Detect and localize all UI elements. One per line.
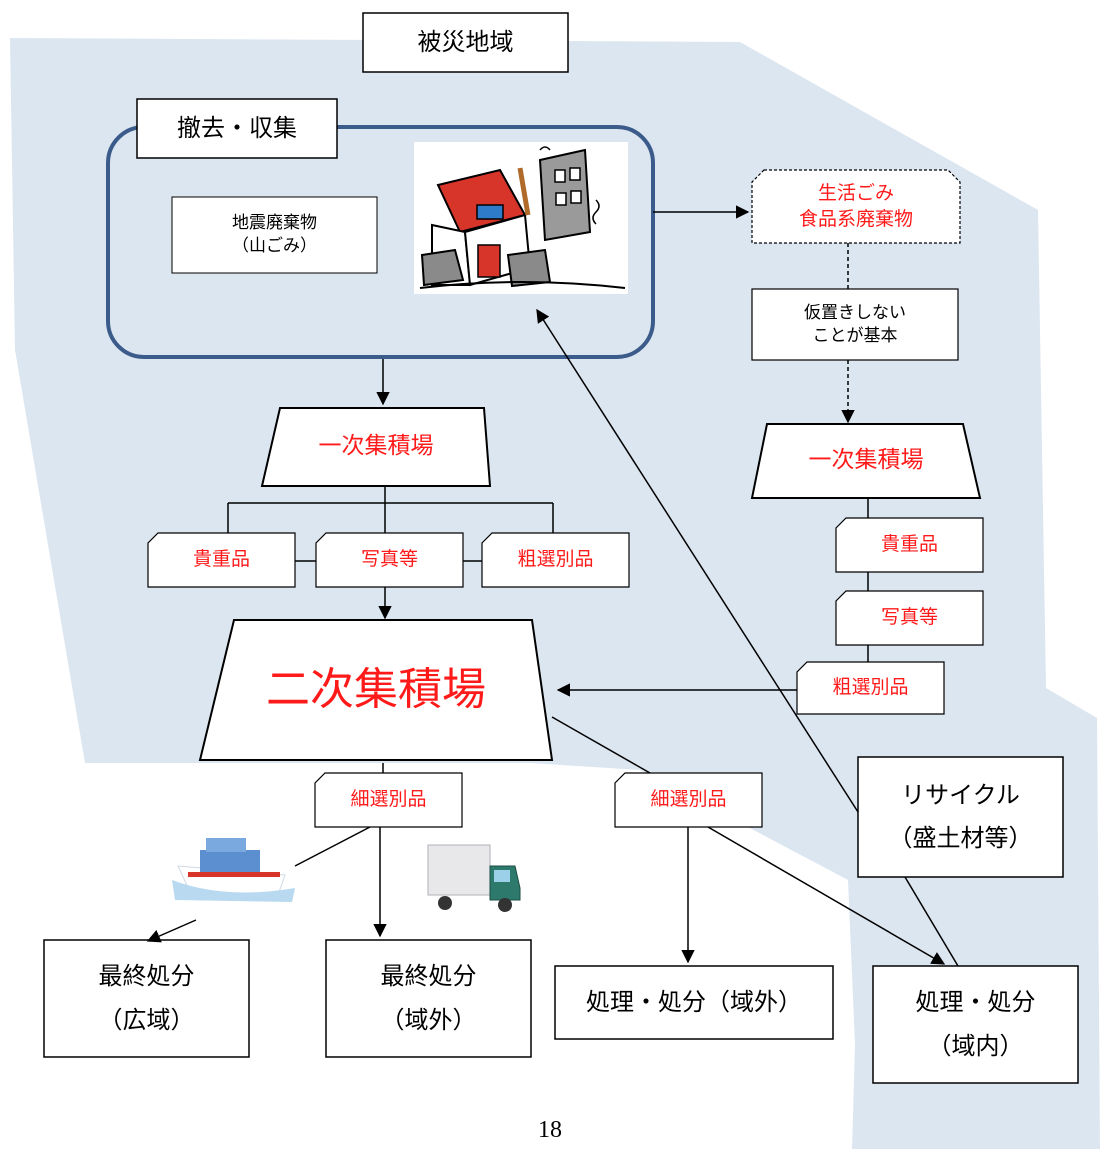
disaster-building-icon: [414, 142, 628, 294]
page-number: 18: [538, 1116, 562, 1143]
sort-left-valuables-box: [147, 532, 296, 588]
earthquake-waste-box: [171, 196, 378, 274]
sort-right-rough-label: 粗選別品: [832, 676, 909, 699]
ship-icon: [172, 838, 295, 902]
treat-inside-label: 処理・処分 （域内）: [915, 988, 1036, 1060]
no-temp-storage-box: [751, 288, 959, 361]
region-label: 被災地域: [417, 28, 514, 57]
sort-left-photos-box: [315, 532, 464, 588]
collection-frame: [106, 125, 655, 359]
final-outside-box: [325, 939, 532, 1058]
household-waste-box: [751, 169, 961, 244]
fine-sort-1-label: 細選別品: [350, 788, 427, 811]
recycle-label: リサイクル （盛土材等）: [888, 780, 1033, 852]
primary-site-left-label: 一次集積場: [318, 433, 434, 460]
secondary-site-label: 二次集積場: [266, 664, 486, 716]
sort-left-photos-label: 写真等: [360, 548, 418, 571]
final-outside-label: 最終処分 （域外）: [380, 962, 477, 1034]
primary-site-left-shape: [260, 407, 492, 487]
sort-right-photos-label: 写真等: [880, 606, 938, 629]
sort-right-rough-box: [796, 661, 945, 715]
sort-right-photos-box: [835, 590, 984, 646]
collection-label-box: [136, 98, 338, 159]
fine-sort-1-box: [314, 772, 463, 828]
household-waste-label: 生活ごみ 食品系廃棄物: [798, 181, 913, 230]
treat-outside-box: [554, 965, 834, 1040]
treat-outside-label: 処理・処分（域外）: [586, 988, 802, 1017]
sort-right-valuables-box: [835, 517, 984, 573]
final-wide-label: 最終処分 （広域）: [98, 962, 195, 1034]
fine-sort-2-label: 細選別品: [650, 788, 727, 811]
recycle-box: [857, 756, 1064, 878]
earthquake-waste-label: 地震廃棄物 （山ごみ）: [232, 213, 317, 256]
primary-site-right-label: 一次集積場: [808, 447, 924, 474]
secondary-site-shape: [198, 619, 554, 761]
final-wide-box: [43, 939, 250, 1058]
no-temp-storage-label: 仮置きしない ことが基本: [804, 302, 906, 346]
sort-left-rough-label: 粗選別品: [517, 548, 594, 571]
treat-inside-box: [872, 965, 1079, 1084]
primary-site-right-shape: [750, 423, 982, 499]
truck-icon: [427, 844, 521, 912]
collection-label: 撤去・収集: [177, 114, 297, 143]
sort-left-valuables-label: 貴重品: [192, 548, 250, 571]
region-label-box: [362, 12, 569, 73]
sort-left-rough-box: [481, 532, 630, 588]
sort-right-valuables-label: 貴重品: [880, 533, 938, 556]
